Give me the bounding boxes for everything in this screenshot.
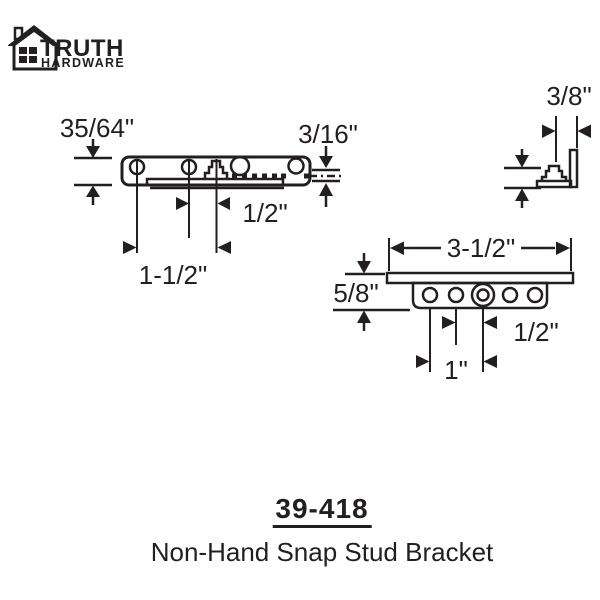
part-name: Non-Hand Snap Stud Bracket — [150, 537, 494, 568]
arrow-up-icon — [86, 185, 100, 197]
arrow-right-icon — [556, 241, 570, 255]
dim-label-overall-length: 3-1/2" — [447, 233, 516, 263]
arrow-right-icon — [542, 124, 556, 138]
end-view: 3/8" — [504, 81, 592, 208]
plan-view: 3-1/2" 5/8" 1/2" — [333, 233, 575, 385]
brand-name: TRUTH — [40, 35, 124, 62]
dim-label-end-hole-to-stud: 1-1/2" — [139, 260, 208, 290]
side-hole-4 — [287, 157, 305, 175]
dim-overall-length: 3-1/2" — [388, 233, 572, 271]
arrow-left-icon — [483, 316, 497, 329]
plan-body — [411, 281, 549, 310]
arrow-left-icon — [483, 355, 497, 368]
arrow-left-icon — [390, 241, 404, 255]
dim-label-overall-depth: 5/8" — [333, 278, 378, 308]
plan-stud-ring-outer — [470, 282, 496, 308]
dim-stud-height: 3/16" — [298, 119, 358, 207]
dim-stud-to-flange: 3/8" — [542, 81, 592, 162]
side-serrations — [232, 173, 309, 179]
plan-hole-4 — [501, 286, 519, 304]
end-snap-stud — [540, 164, 568, 181]
dim-end-hole-to-stud: 1-1/2" — [123, 241, 231, 290]
dim-hole-spacing-half: 1/2" — [442, 316, 559, 347]
dim-overall-depth: 5/8" — [333, 253, 410, 331]
title-block: 39-418 Non-Hand Snap Stud Bracket — [150, 494, 494, 568]
dim-end-height-reference — [504, 149, 541, 208]
arrow-down-icon — [86, 146, 100, 158]
dim-label-stud-to-flange: 3/8" — [546, 81, 591, 111]
plan-hole-5 — [526, 286, 544, 304]
arrow-up-icon — [357, 310, 371, 323]
dim-hole-spacing-one: 1" — [416, 355, 497, 385]
arrow-right-icon — [176, 197, 189, 210]
part-number: 39-418 — [272, 494, 372, 529]
plan-hole-2 — [447, 286, 465, 304]
arrow-right-icon — [442, 316, 456, 329]
plan-hole-1 — [421, 286, 439, 304]
arrow-right-icon — [123, 241, 137, 254]
arrow-left-icon — [217, 197, 230, 210]
dim-label-hole-to-stud: 1/2" — [242, 198, 287, 228]
arrow-up-icon — [319, 183, 333, 196]
end-base-plate — [535, 179, 573, 189]
side-view: 35/64" 3/16" 1/2" 1- — [60, 113, 358, 290]
brand-subname: HARDWARE — [41, 56, 126, 70]
arrow-up-icon — [515, 188, 529, 201]
plan-stud-ring-inner — [476, 288, 490, 302]
arrow-left-icon — [577, 124, 591, 138]
brand-logo: TRUTH HARDWARE — [0, 0, 200, 90]
plan-flange-strip — [385, 271, 575, 285]
arrow-left-icon — [217, 241, 231, 254]
arrow-right-icon — [416, 355, 430, 368]
dim-label-hole-spacing-half: 1/2" — [513, 317, 558, 347]
end-flange — [568, 148, 579, 189]
dim-label-hole-spacing-one: 1" — [444, 355, 468, 385]
arrow-down-icon — [319, 156, 333, 168]
side-hole-3 — [229, 155, 251, 177]
dim-label-bar-height: 35/64" — [60, 113, 134, 143]
arrow-down-icon — [357, 261, 371, 274]
dim-hole-to-stud: 1/2" — [176, 197, 288, 228]
side-strip — [145, 177, 285, 185]
dim-label-stud-height: 3/16" — [298, 119, 358, 149]
dim-bar-height: 35/64" — [60, 113, 134, 205]
house-icon — [8, 25, 61, 71]
arrow-down-icon — [515, 155, 529, 168]
